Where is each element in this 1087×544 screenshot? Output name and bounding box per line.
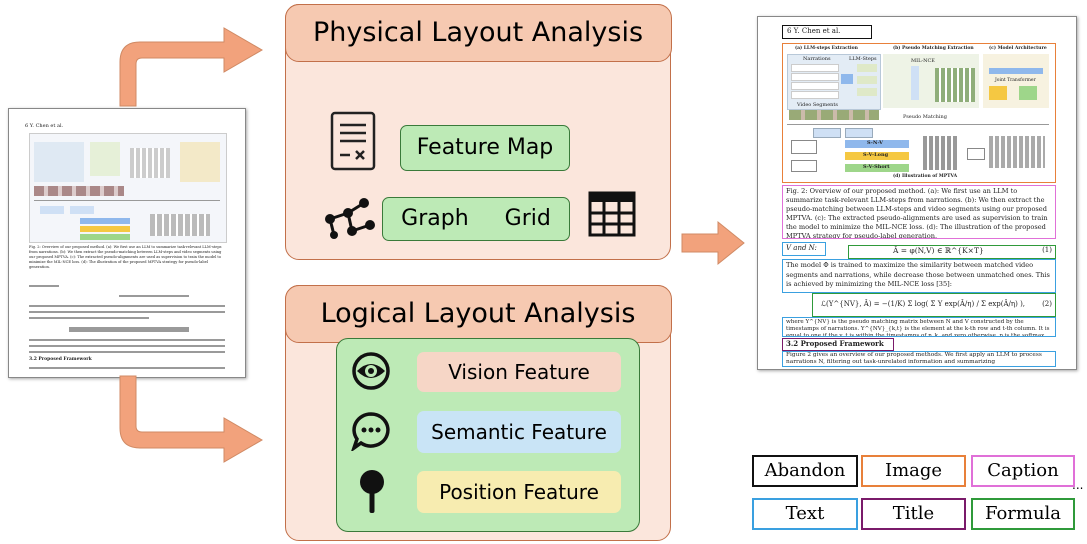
location-pin-icon: [360, 470, 384, 513]
figure-caption: Fig. 2: Overview of our proposed method.…: [29, 245, 222, 269]
graph-label: Graph: [401, 206, 469, 231]
label-mil-nce: MIL-NCE: [911, 58, 935, 64]
chip-s-v-short: S-V-Short: [863, 164, 890, 170]
semantic-feature-chip: Semantic Feature: [417, 411, 621, 453]
graph-network-icon: [325, 198, 375, 239]
document-icon: [330, 111, 376, 171]
grid-table-icon: [588, 191, 636, 237]
legend-formula: Formula: [971, 498, 1075, 530]
formula-box-2: ℒ(Y^{NV}, Â) = −(1/K) Σ log( Σ Y exp(Â/η…: [812, 293, 1056, 317]
title-box: 3.2 Proposed Framework: [782, 338, 894, 351]
arrow-to-logical: [119, 375, 263, 463]
page-header: 6 Y. Chen et al.: [25, 123, 64, 129]
panel-title-a: (a) LLM-steps Extraction: [795, 46, 858, 51]
legend-abandon: Abandon: [752, 455, 858, 487]
text-box-vn: V and N:: [782, 242, 826, 256]
formula-box-1: Â = φ(N,V) ∈ ℝ^{K×T} (1): [848, 245, 1056, 259]
feature-map-chip: Feature Map: [400, 125, 570, 171]
label-mptva: (d) Illustration of MPTVA: [893, 174, 958, 179]
text-box-para3: Figure 2 gives an overview of our propos…: [782, 351, 1056, 367]
text-box-para2: where Y^{NV} is the pseudo matching matr…: [782, 317, 1056, 337]
label-pseudo-matching: Pseudo Matching: [903, 114, 947, 120]
label-llm-steps: LLM-Steps: [849, 56, 877, 62]
vision-feature-chip: Vision Feature: [417, 352, 621, 392]
graph-grid-chip: Graph Grid: [382, 197, 570, 241]
eye-icon: [352, 352, 390, 390]
grid-label: Grid: [504, 206, 551, 231]
chip-s-v-long: S-V-Long: [863, 152, 889, 158]
arrow-to-output: [681, 220, 745, 266]
physical-panel-title: Physical Layout Analysis: [284, 3, 672, 62]
speech-bubble-icon: [351, 412, 390, 451]
position-feature-chip: Position Feature: [417, 471, 621, 513]
abandon-box: 6 Y. Chen et al.: [782, 25, 872, 39]
logical-panel-title: Logical Layout Analysis: [284, 284, 672, 343]
legend-title: Title: [861, 498, 966, 530]
section-heading: 3.2 Proposed Framework: [29, 357, 92, 362]
legend-caption: Caption: [971, 455, 1075, 487]
label-joint-transformer: Joint Transformer: [995, 78, 1036, 83]
figure-thumbnail: [29, 133, 227, 243]
label-video-segments: Video Segments: [797, 102, 838, 108]
feature-group: Vision Feature Semantic Feature Position…: [336, 338, 640, 532]
chip-s-n-v: S-N-V: [867, 140, 884, 146]
legend-image: Image: [861, 455, 966, 487]
caption-box: Fig. 2: Overview of our proposed method.…: [782, 185, 1056, 239]
input-document-page: 6 Y. Chen et al. Fig. 2: Overview of our…: [8, 108, 246, 378]
output-annotated-page: 6 Y. Chen et al. (a) LLM-steps Extractio…: [757, 16, 1077, 370]
physical-layout-panel: Physical Layout Analysis Feature Map Gra…: [284, 3, 672, 260]
legend-more: ...: [1072, 478, 1084, 492]
label-narrations: Narrations: [803, 56, 831, 62]
panel-title-b: (b) Pseudo Matching Extraction: [893, 46, 974, 51]
panel-title-c: (c) Model Architecture: [989, 46, 1047, 51]
legend-text: Text: [752, 498, 858, 530]
arrow-to-physical: [119, 27, 263, 107]
image-box: (a) LLM-steps Extraction (b) Pseudo Matc…: [782, 43, 1056, 183]
text-box-para1: The model Φ is trained to maximize the s…: [782, 259, 1056, 293]
logical-layout-panel: Logical Layout Analysis Vision Feature S…: [284, 284, 672, 541]
